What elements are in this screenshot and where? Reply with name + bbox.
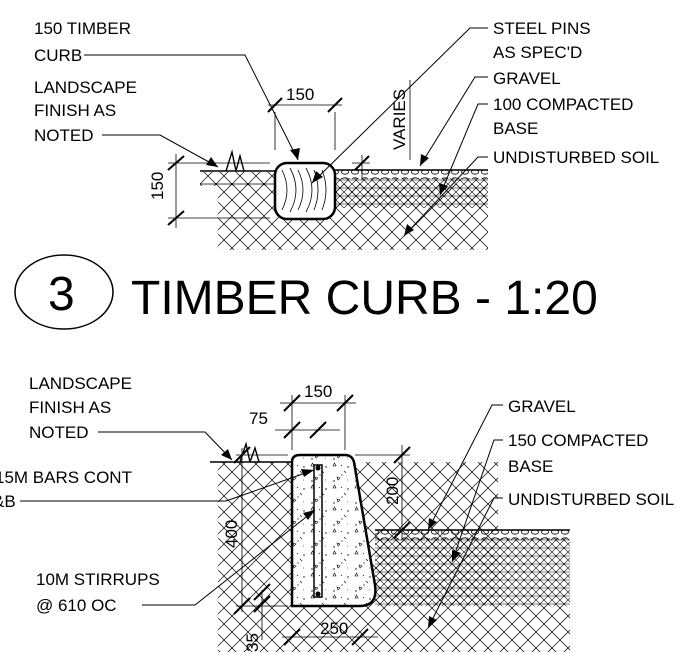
grass-tuft-icon [225,149,245,172]
label-steel-pins-1: STEEL PINS [493,19,591,38]
label-bars-2: &B [0,492,16,511]
dim-bottom-inset: 75 [249,409,268,428]
label-landscape-3: NOTED [34,126,94,145]
label-landscape-b-1: LANDSCAPE [29,374,132,393]
rebar-bottom [315,591,321,597]
gravel-layer [335,170,488,179]
label-landscape-b-3: NOTED [29,423,89,442]
label-soil-top: UNDISTURBED SOIL [493,148,659,167]
stirrup [313,464,323,598]
rebar-top [315,465,321,471]
dim-bottom-250: 250 [320,619,348,638]
detail-title-text: TIMBER CURB - 1:20 [131,272,598,325]
label-stirrups-2: @ 610 OC [36,596,117,615]
dim-top-height: 150 [148,172,167,200]
dim-bottom-35: 35 [243,633,262,652]
gravel-layer-bottom [375,530,570,540]
detail-number: 3 [48,268,75,321]
label-bars-1: 15M BARS CONT [0,468,132,487]
compacted-base-hatch-bottom [375,538,570,606]
label-steel-pins-2: AS SPEC'D [493,43,582,62]
timber-grain [281,167,327,213]
dim-bottom-400: 400 [222,520,241,548]
label-timber-curb-2: CURB [34,46,82,65]
label-base-bottom-1: 150 COMPACTED [508,431,648,450]
label-gravel-bottom: GRAVEL [508,397,576,416]
landscape-soil-surface [200,172,275,186]
dim-bottom-top-width: 150 [304,382,332,401]
concrete-curb-detail: 150 75 200 400 35 250 LANDSCAPE FINISH A… [0,374,674,652]
label-base-top-1: 100 COMPACTED [493,95,633,114]
label-landscape-b-2: FINISH AS [29,398,111,417]
label-base-top-2: BASE [493,119,538,138]
dim-bottom-200: 200 [383,477,402,505]
label-timber-curb-1: 150 TIMBER [34,19,131,38]
label-landscape-2: FINISH AS [34,101,116,120]
compacted-base-hatch [335,178,488,208]
dim-top-width: 150 [286,85,314,104]
label-soil-bottom: UNDISTURBED SOIL [508,490,674,509]
detail-number-bubble [14,254,114,330]
label-stirrups-1: 10M STIRRUPS [36,570,160,589]
label-gravel-top: GRAVEL [493,69,561,88]
detail-title: 3 TIMBER CURB - 1:20 [14,254,598,330]
label-base-bottom-2: BASE [508,457,553,476]
timber-curb-detail: 150 150 VARIES 150 TIMBER CURB LANDSCAPE… [34,19,659,250]
dim-varies: VARIES [390,89,409,150]
label-landscape-1: LANDSCAPE [34,78,137,97]
